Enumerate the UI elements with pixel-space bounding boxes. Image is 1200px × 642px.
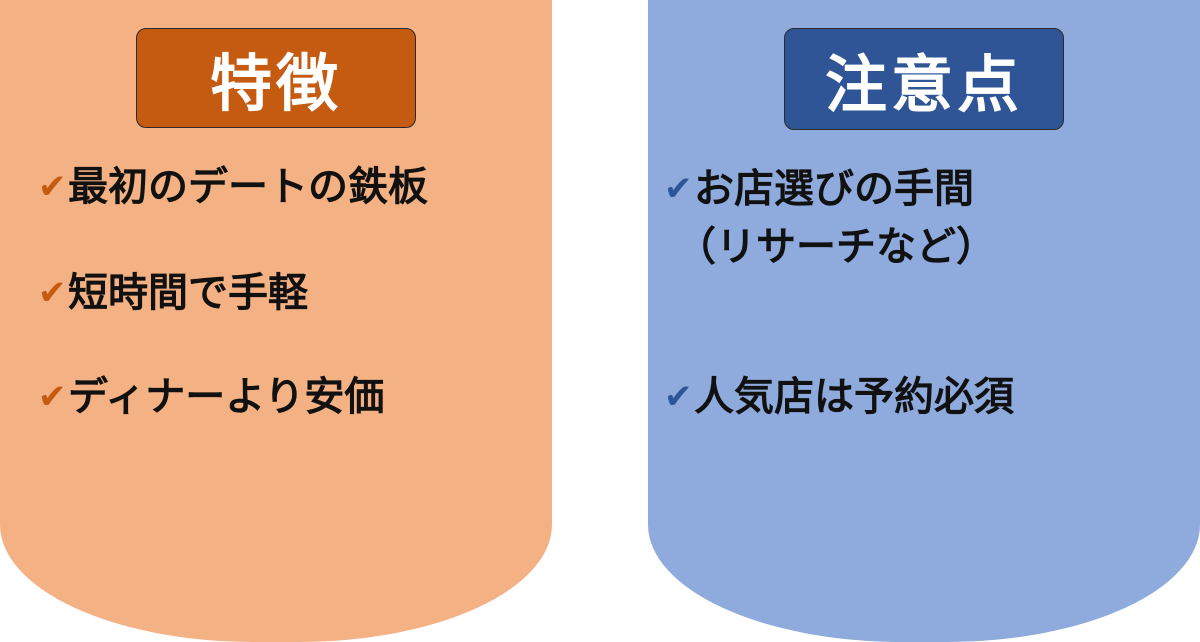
feature-item: ✔ ディナーより安価 — [38, 368, 384, 426]
caution-item: ✔ 人気店は予約必須 — [664, 368, 1014, 426]
cautions-heading-label: 注意点 — [824, 48, 1023, 121]
checkmark-icon: ✔ — [38, 167, 67, 207]
caution-item: ✔ お店選びの手間 （リサーチなど） — [664, 160, 996, 276]
checkmark-icon: ✔ — [38, 273, 67, 313]
cautions-heading: 注意点 — [784, 28, 1064, 130]
features-heading: 特徴 — [136, 28, 416, 128]
features-heading-label: 特徴 — [209, 47, 342, 120]
checkmark-icon: ✔ — [664, 169, 693, 209]
caution-item-line: お店選びの手間 — [694, 166, 974, 212]
checkmark-icon: ✔ — [38, 377, 67, 417]
feature-item-text: ディナーより安価 — [68, 374, 385, 420]
feature-item-text: 最初のデートの鉄板 — [68, 164, 428, 210]
checkmark-icon: ✔ — [664, 377, 693, 417]
caution-item-line: （リサーチなど） — [676, 224, 996, 270]
feature-item: ✔ 短時間で手軽 — [38, 264, 308, 322]
caution-item-text: 人気店は予約必須 — [694, 374, 1014, 420]
feature-item-text: 短時間で手軽 — [68, 270, 308, 316]
feature-item: ✔ 最初のデートの鉄板 — [38, 158, 428, 216]
